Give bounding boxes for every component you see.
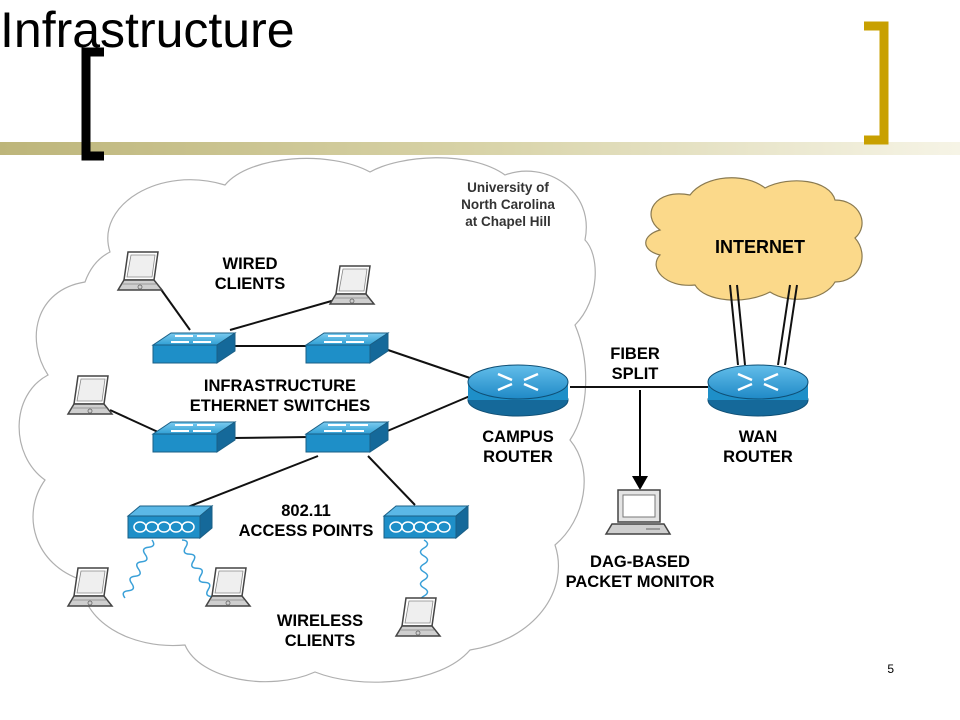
switches-line: ETHERNET SWITCHES: [189, 397, 371, 415]
links: [109, 284, 798, 511]
campus-label: University of North Carolina at Chapel H…: [448, 179, 568, 230]
wan-router-icon: [706, 363, 810, 418]
fiber-split-line: FIBER: [610, 345, 660, 363]
wired-clients-label: WIRED CLIENTS: [190, 254, 310, 294]
slide-title: Infrastructure: [0, 2, 295, 58]
campus-router-icon: [466, 363, 570, 418]
wired-clients-line: CLIENTS: [214, 275, 286, 293]
page-number: 5: [887, 662, 894, 676]
packet-monitor-line: PACKET MONITOR: [565, 573, 715, 591]
right-bracket: [864, 21, 889, 145]
internet-label: INTERNET: [715, 237, 805, 257]
wireless-clients-line: CLIENTS: [284, 632, 356, 650]
switch-lower-left: [152, 421, 236, 453]
access-point-left: [127, 505, 213, 539]
fiber-split-label: FIBER SPLIT: [590, 344, 680, 384]
campus-router-label: CAMPUS ROUTER: [468, 427, 568, 467]
title-bar: [0, 142, 960, 155]
access-points-label: 802.11 ACCESS POINTS: [226, 501, 386, 541]
wireless-clients-line: WIRELESS: [276, 612, 364, 630]
wan-router-label: WAN ROUTER: [708, 427, 808, 467]
campus-router-line: ROUTER: [483, 448, 553, 466]
internet-cloud: [645, 177, 863, 301]
campus-cloud: [18, 157, 596, 683]
access-points-line: ACCESS POINTS: [238, 522, 374, 540]
tap-arrow: [632, 476, 648, 490]
wired-clients-line: WIRED: [222, 255, 278, 273]
packet-monitor-line: DAG-BASED: [590, 553, 690, 571]
switches-line: INFRASTRUCTURE: [203, 377, 357, 395]
switches-label: INFRASTRUCTURE ETHERNET SWITCHES: [170, 376, 390, 416]
monitor-computer-icon: [604, 489, 672, 535]
campus-router-line: CAMPUS: [482, 428, 554, 446]
campus-label-line: at Chapel Hill: [465, 214, 551, 229]
switch-wired-left: [152, 332, 236, 364]
wan-router-line: ROUTER: [723, 448, 793, 466]
campus-label-line: University of: [467, 180, 549, 195]
access-points-line: 802.11: [281, 502, 331, 520]
packet-monitor-label: DAG-BASED PACKET MONITOR: [550, 552, 730, 592]
switch-lower-right: [305, 421, 389, 453]
access-point-right: [383, 505, 469, 539]
wireless-clients-label: WIRELESS CLIENTS: [250, 611, 390, 651]
left-bracket: [81, 47, 104, 161]
wan-router-line: WAN: [738, 428, 778, 446]
switch-wired-right: [305, 332, 389, 364]
campus-label-line: North Carolina: [461, 197, 555, 212]
fiber-split-line: SPLIT: [611, 365, 659, 383]
